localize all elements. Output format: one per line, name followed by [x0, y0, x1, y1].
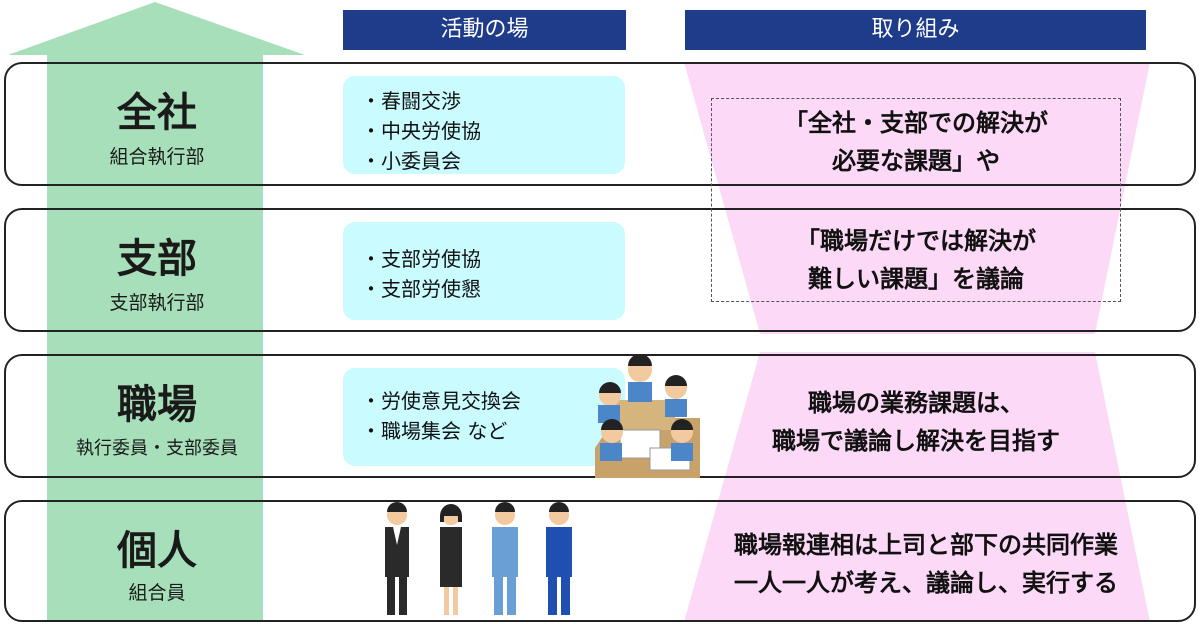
level-subtitle-branch: 支部執行部 [109, 292, 205, 314]
activity-item: 職場集会 など [361, 416, 625, 446]
level-title-workplace: 職場 [117, 382, 197, 428]
level-box-individual [4, 500, 1196, 622]
level-box-company [4, 62, 1196, 186]
level-subtitle-workplace: 執行委員・支部委員 [76, 438, 238, 459]
effort-workplace-line1: 職場の業務課題は、 [808, 389, 1024, 417]
effort-workplace-line2: 職場で議論し解決を目指す [772, 427, 1060, 455]
funnel-bottom [684, 352, 1150, 622]
level-subtitle-individual: 組合員 [128, 582, 186, 604]
activity-item: 春闘交渉 [361, 86, 625, 116]
person-suit-icon [385, 502, 409, 615]
level-subtitle-company: 組合執行部 [109, 146, 205, 168]
activity-list-branch: 支部労使協 支部労使懇 [343, 222, 625, 320]
level-title-company: 全社 [117, 90, 197, 136]
effort-individual-line2: 一人一人が考え、議論し、実行する [734, 569, 1118, 597]
header-effort: 取り組み [685, 10, 1146, 50]
activity-list-workplace: 労使意見交換会 職場集会 など [343, 368, 625, 466]
funnel-top [684, 62, 1150, 334]
header-activity: 活動の場 [343, 10, 626, 50]
activity-list-company: 春闘交渉 中央労使協 小委員会 [343, 76, 625, 174]
dashed-frame [711, 98, 1121, 302]
activity-item: 小委員会 [361, 146, 625, 176]
activity-item: 労使意見交換会 [361, 386, 625, 416]
effort-upper-line1: 「全社・支部での解決が [784, 109, 1048, 137]
level-title-individual: 個人 [117, 528, 197, 574]
activity-item: 中央労使協 [361, 116, 625, 146]
level-title-branch: 支部 [117, 236, 197, 282]
effort-upper-line3: 「職場だけでは解決が [796, 227, 1036, 255]
effort-upper-line4: 難しい課題」を議論 [808, 265, 1024, 293]
level-box-branch [4, 208, 1196, 332]
activity-item: 支部労使懇 [361, 274, 625, 304]
effort-upper-line2: 必要な課題」や [832, 147, 1000, 175]
person-worker-icon [492, 502, 518, 615]
person-office-icon [440, 504, 462, 615]
effort-individual-line1: 職場報連相は上司と部下の共同作業 [734, 531, 1118, 559]
activity-item: 支部労使協 [361, 244, 625, 274]
upward-arrow [8, 2, 305, 622]
person-worker-icon [546, 502, 572, 615]
